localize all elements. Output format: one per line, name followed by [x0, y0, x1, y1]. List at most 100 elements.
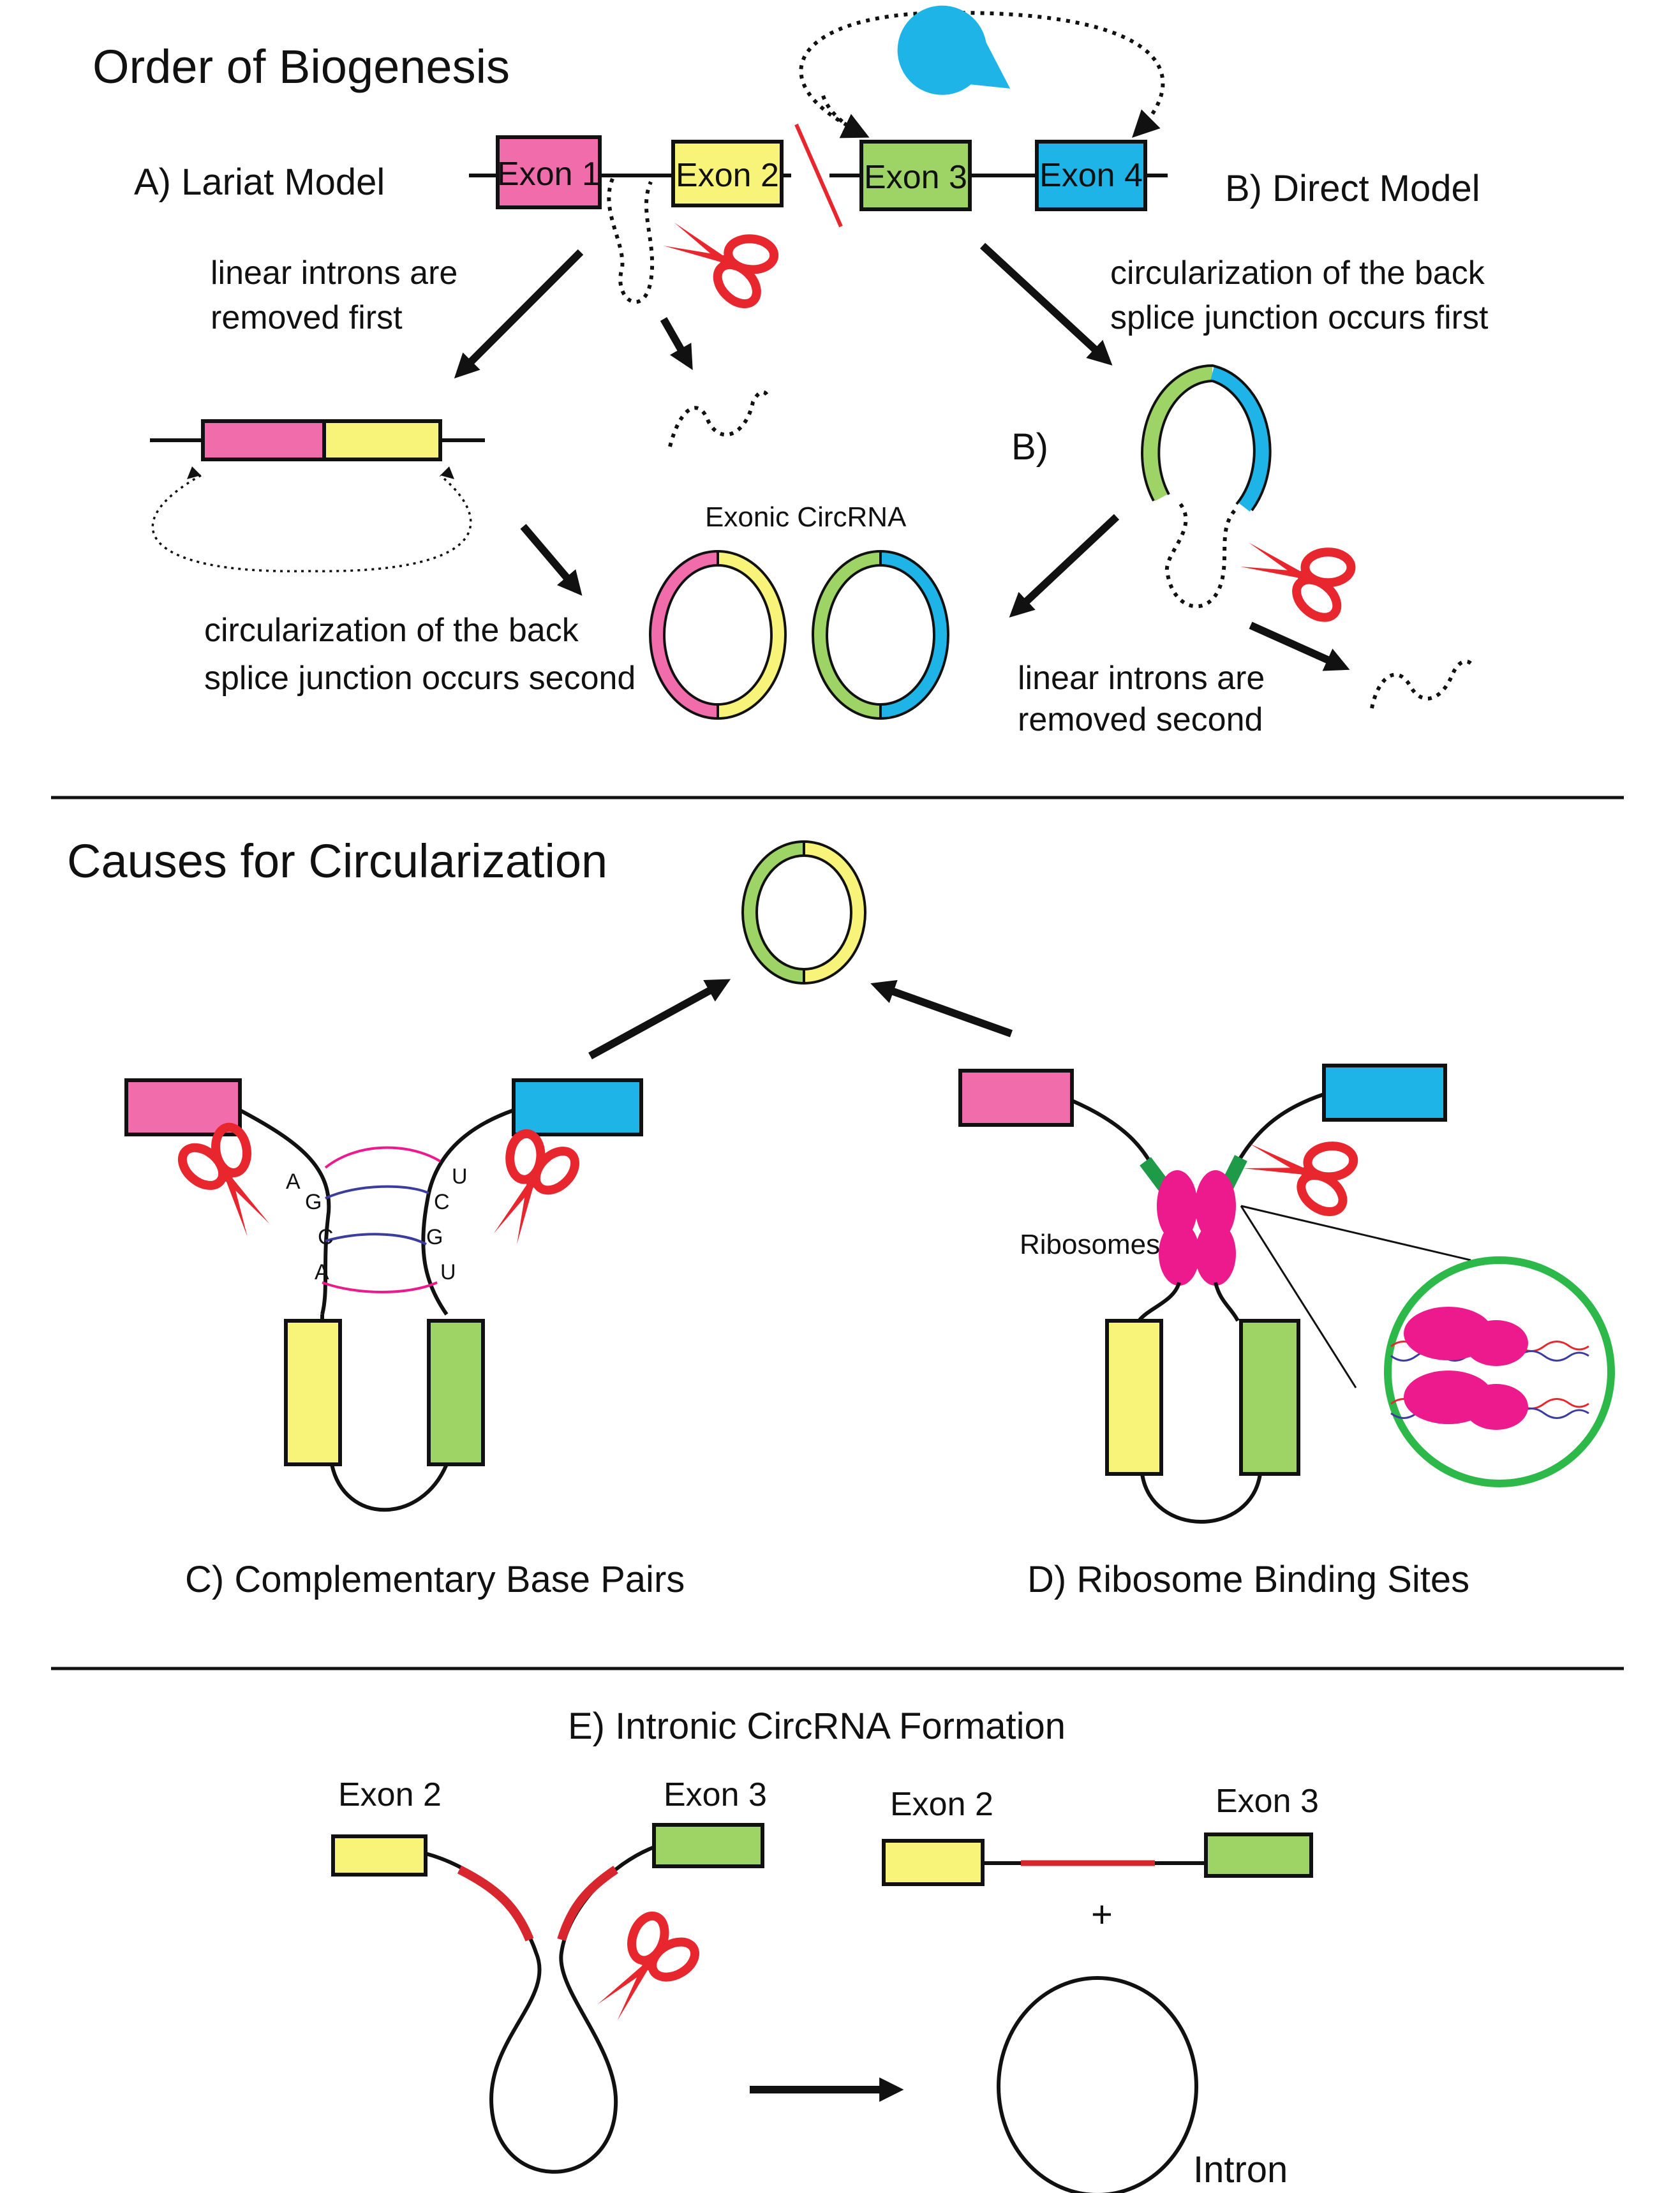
base-letter: A	[315, 1260, 329, 1284]
causes-title: Causes for Circularization	[67, 835, 607, 888]
scissors-icon	[653, 199, 785, 316]
scissors-icon	[578, 1903, 708, 2037]
arrow-icon	[1009, 514, 1120, 618]
intronic-title: E) Intronic CircRNA Formation	[568, 1706, 1066, 1747]
c-exon-blue	[512, 1078, 643, 1136]
base-letter: U	[452, 1164, 468, 1189]
direct-intron-dotted	[1164, 503, 1237, 609]
exon-2-box	[671, 140, 784, 207]
arrow-icon	[520, 524, 583, 596]
horseshoe-circularized	[1141, 364, 1272, 512]
circrna-ring-green-yellow	[741, 840, 866, 985]
ribosome-binding-sites-diagram: Ribosomes	[958, 1064, 1615, 1524]
ribosome	[1157, 1170, 1198, 1242]
scissors-icon	[1231, 518, 1361, 628]
lariat-note-2-line-2: splice junction occurs second	[204, 660, 636, 697]
lariat-back-splice-arc	[151, 474, 472, 572]
intronic-section: E) Intronic CircRNA Formation Exon 2 Exo…	[331, 1706, 1319, 2193]
d-exon-pink	[958, 1069, 1074, 1127]
biogenesis-title: Order of Biogenesis	[93, 40, 510, 93]
lariat-model-label: A) Lariat Model	[134, 161, 385, 203]
scissors-icon	[1236, 1119, 1362, 1222]
c-exon-green	[427, 1319, 485, 1466]
biogenesis-section: Order of Biogenesis A) Lariat Model B) D…	[93, 5, 1489, 738]
arrow-icon	[454, 249, 584, 379]
arrow-icon	[660, 317, 693, 371]
exonic-circrna-label: Exonic CircRNA	[705, 502, 907, 533]
exon-3-label: Exon 3	[864, 159, 967, 196]
arc-arrowhead	[187, 466, 201, 479]
exon-1-label: Exon 1	[497, 156, 600, 193]
exon-4-label: Exon 4	[1039, 157, 1143, 194]
arrow-icon	[870, 979, 1013, 1037]
d-exon-yellow	[1105, 1319, 1163, 1476]
exon-3-box	[859, 140, 972, 211]
right-exon-3-label: Exon 3	[1215, 1783, 1319, 1820]
ribosomes-label: Ribosomes	[1020, 1229, 1160, 1260]
arrow-icon	[588, 979, 731, 1060]
zoom-line	[1240, 1205, 1471, 1261]
base-letter: U	[440, 1260, 456, 1284]
lariat-note-2-line-1: circularization of the back	[204, 612, 579, 649]
intron-label: Intron	[1193, 2149, 1288, 2190]
exon-2-label: Exon 2	[676, 157, 779, 194]
exon-1-box	[496, 135, 602, 209]
lariat-note-1-line-2: removed first	[211, 299, 403, 336]
direct-note-2-line-1: linear introns are	[1018, 660, 1265, 697]
intron-red-segment	[557, 1866, 618, 1942]
ribosome	[1195, 1222, 1236, 1286]
base-letter: G	[426, 1225, 443, 1249]
c-intron-left	[239, 1108, 331, 1315]
direct-note-2-line-2: removed second	[1018, 701, 1263, 738]
arrow-icon	[1249, 621, 1350, 671]
back-splice-arc-left-end	[821, 94, 870, 138]
circrna-ring-pink-yellow	[649, 550, 787, 720]
lariat-note-1-line-1: linear introns are	[211, 255, 457, 292]
intron-circle	[997, 1976, 1198, 2193]
arc-arrowhead	[440, 466, 454, 479]
causes-section: Causes for Circularization A G C A	[67, 835, 1615, 1600]
b-marker: B)	[1011, 426, 1048, 468]
d-exon-green	[1239, 1319, 1300, 1476]
scissors-icon	[470, 1123, 587, 1255]
base-letter: C	[318, 1225, 334, 1249]
back-splice-arc	[799, 10, 1165, 138]
d-exon-blue	[1322, 1064, 1447, 1122]
spliced-exon-2	[322, 419, 442, 461]
base-pair-line	[325, 1233, 427, 1245]
arrow-icon	[979, 242, 1113, 366]
base-letter: G	[305, 1190, 322, 1214]
base-letter: A	[286, 1170, 301, 1194]
zoom-line	[1240, 1205, 1357, 1388]
right-exon-2-label: Exon 2	[890, 1786, 993, 1823]
pacman-icon	[897, 5, 1011, 95]
left-exon-2-label: Exon 2	[338, 1776, 442, 1813]
left-exon-3-label: Exon 3	[664, 1776, 767, 1813]
intronic-loop	[425, 1845, 655, 2174]
c-bottom-loop	[330, 1463, 449, 1512]
d-label: D) Ribosome Binding Sites	[1027, 1559, 1469, 1600]
complementary-base-pairs-diagram: A G C A U C G U	[124, 1078, 643, 1512]
base-pair-line	[324, 1146, 442, 1169]
c-intron-right	[421, 1108, 514, 1316]
ribosome	[1195, 1170, 1236, 1242]
base-pair-line	[322, 1281, 438, 1293]
exon-4-box	[1035, 140, 1147, 211]
ribosome	[1159, 1222, 1200, 1286]
c-exon-yellow	[284, 1319, 342, 1466]
c-label: C) Complementary Base Pairs	[185, 1559, 685, 1600]
cut-mark	[794, 123, 843, 228]
circrna-ring-green-blue	[812, 550, 949, 720]
base-letter: C	[434, 1190, 450, 1214]
direct-model-label: B) Direct Model	[1225, 168, 1480, 209]
plus-sign: +	[1091, 1894, 1113, 1935]
direct-note-1-line-2: splice junction occurs first	[1110, 299, 1489, 336]
base-pair-line	[325, 1185, 429, 1200]
intron-red-segment	[457, 1865, 534, 1942]
removed-intron-direct	[1370, 659, 1476, 709]
spliced-exon-1	[201, 419, 326, 461]
direct-note-1-line-1: circularization of the back	[1110, 255, 1485, 292]
left-exon-3	[652, 1823, 764, 1868]
ribosome-zoom-inset	[1384, 1256, 1615, 1487]
